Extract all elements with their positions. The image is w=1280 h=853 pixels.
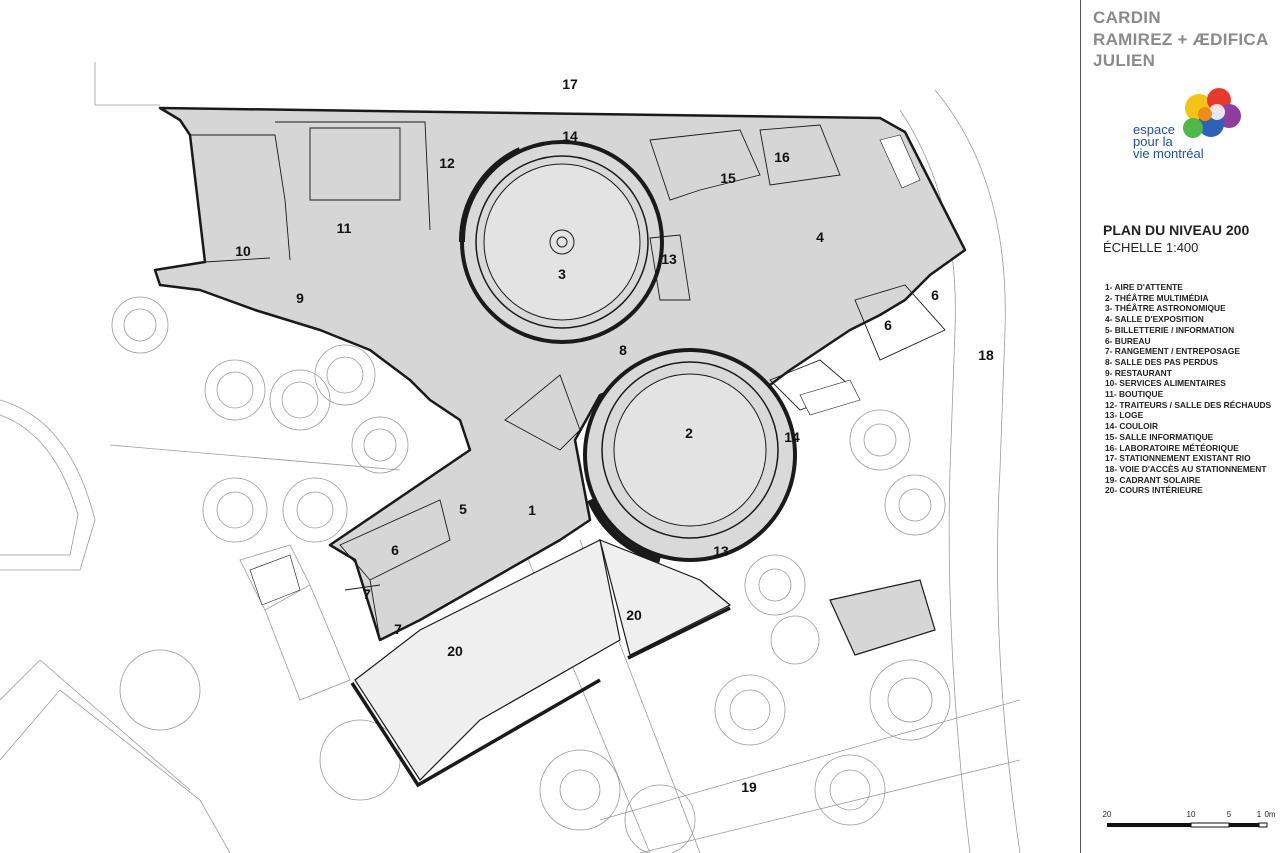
- plan-scale: ÉCHELLE 1:400: [1103, 240, 1199, 255]
- legend-item: 4- SALLE D'EXPOSITION: [1105, 314, 1204, 325]
- logo-text-line-1: espace: [1133, 122, 1175, 137]
- site-lines: [0, 62, 1021, 853]
- room-label-8: 8: [619, 342, 627, 358]
- logo-text-line-3b: montréal: [1153, 146, 1204, 161]
- legend-item: 18- VOIE D'ACCÈS AU STATIONNEMENT: [1105, 463, 1267, 474]
- building-floor: [153, 106, 967, 642]
- room-label-5: 5: [459, 501, 467, 517]
- stairs: [249, 134, 921, 606]
- legend-item: 19- CADRANT SOLAIRE: [1105, 474, 1201, 485]
- logo-text-line-3a: vie: [1133, 146, 1150, 161]
- legend-item: 2- THÉÂTRE MULTIMÉDIA: [1105, 292, 1209, 303]
- floor-plan: 17 14 12 16 15 11 10 4 3 13 9 6 6 8 18 2…: [0, 62, 1021, 853]
- room-label-11: 11: [336, 220, 352, 236]
- legend-item: 16- LABORATOIRE MÉTÉORIQUE: [1105, 442, 1239, 453]
- room-label-13-south: 13: [713, 543, 729, 559]
- floor-plan-drawing: [0, 62, 1021, 853]
- east-wing: [829, 579, 936, 656]
- espace-pour-la-vie-logo: espace pour la vie montréal: [1131, 86, 1280, 166]
- legend-item: 5- BILLETTERIE / INFORMATION: [1105, 324, 1235, 335]
- room-label-19: 19: [741, 779, 757, 795]
- courtyards: [354, 539, 732, 781]
- room-label-20-east: 20: [626, 607, 642, 623]
- firm-name-line-3: JULIEN: [1093, 51, 1156, 70]
- legend-item: 15- SALLE INFORMATIQUE: [1105, 431, 1214, 442]
- room-label-14-north: 14: [562, 128, 578, 144]
- room-label-10: 10: [235, 243, 251, 259]
- legend-item: 7- RANGEMENT / ENTREPOSAGE: [1105, 346, 1240, 357]
- room-label-2: 2: [685, 425, 693, 441]
- firm-name-line-2: RAMIREZ + ÆDIFICA: [1093, 30, 1269, 49]
- legend-item: 9- RESTAURANT: [1105, 367, 1172, 378]
- legend-item: 1- AIRE D'ATTENTE: [1105, 282, 1183, 292]
- legend-item: 14- COULOIR: [1105, 421, 1159, 432]
- legend-item: 8- SALLE DES PAS PERDUS: [1105, 356, 1218, 367]
- legend-item: 6- BUREAU: [1105, 335, 1151, 346]
- room-label-15: 15: [720, 170, 736, 186]
- legend-item: 11- BOUTIQUE: [1105, 389, 1164, 400]
- scalebar-label-20: 20: [1102, 810, 1112, 819]
- graphic-scale-bar: 20 10 5 1 0m: [1102, 810, 1276, 834]
- title-block: CARDIN RAMIREZ + ÆDIFICA JULIEN espace p…: [1080, 0, 1280, 853]
- room-label-16: 16: [774, 149, 790, 165]
- room-label-17: 17: [562, 76, 578, 92]
- logo-mark-icon: [1183, 88, 1241, 138]
- room-label-9: 9: [296, 290, 304, 306]
- room-label-3: 3: [558, 266, 566, 282]
- legend-item: 20- COURS INTÉRIEURE: [1105, 485, 1203, 496]
- trees: [111, 296, 951, 853]
- room-label-18: 18: [978, 347, 994, 363]
- courtyard-edge: [350, 606, 731, 788]
- room-label-7-b: 7: [394, 621, 402, 637]
- scalebar-label-10: 10: [1186, 810, 1196, 819]
- scalebar-label-0: 0m: [1264, 810, 1276, 819]
- room-label-13-north: 13: [661, 251, 677, 267]
- theatre-multimedia: [583, 348, 797, 563]
- logo-text-line-2: pour la: [1133, 134, 1173, 149]
- firm-name-line-1: CARDIN: [1093, 8, 1161, 27]
- plan-title: PLAN DU NIVEAU 200: [1103, 222, 1250, 238]
- scalebar-label-1: 1: [1256, 810, 1262, 819]
- scalebar-label-5: 5: [1226, 810, 1232, 819]
- room-label-12: 12: [439, 155, 455, 171]
- room-label-4: 4: [816, 229, 824, 245]
- room-label-6-east-2: 6: [884, 317, 892, 333]
- room-label-1: 1: [528, 502, 536, 518]
- room-label-7-a: 7: [363, 586, 371, 602]
- legend-item: 13- LOGE: [1105, 410, 1144, 421]
- room-label-20-west: 20: [447, 643, 463, 659]
- legend-item: 3- THÉÂTRE ASTRONOMIQUE: [1105, 303, 1226, 314]
- legend-item: 10- SERVICES ALIMENTAIRES: [1105, 378, 1226, 389]
- room-legend: 1- AIRE D'ATTENTE 2- THÉÂTRE MULTIMÉDIA …: [1105, 282, 1271, 496]
- legend-item: 12- TRAITEURS / SALLE DES RÉCHAUDS: [1105, 399, 1272, 410]
- theatre-astronomique: [458, 140, 664, 344]
- scalebar-graphic: [1107, 822, 1268, 828]
- legend-item: 17- STATIONNEMENT EXISTANT RIO: [1105, 453, 1251, 464]
- room-label-14-east: 14: [784, 429, 800, 445]
- room-label-6-south: 6: [391, 542, 399, 558]
- room-label-6-east: 6: [931, 287, 939, 303]
